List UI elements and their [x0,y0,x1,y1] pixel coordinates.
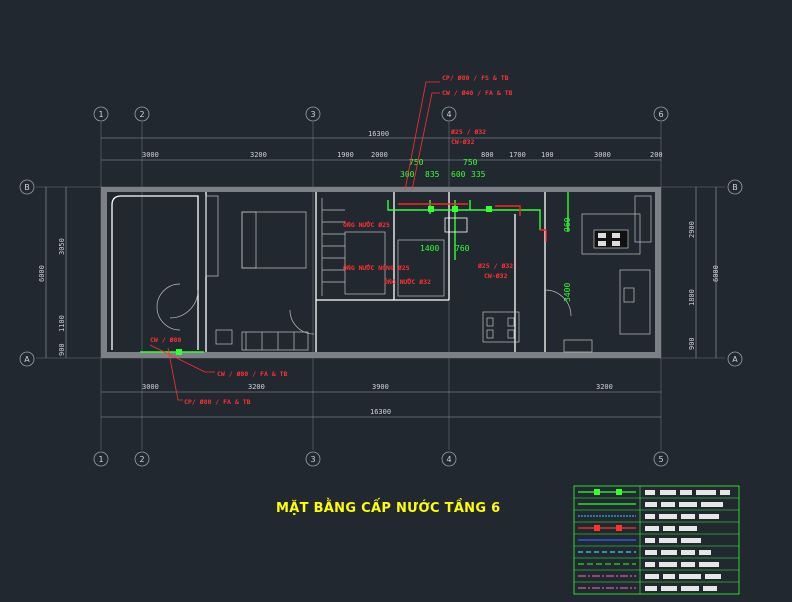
dim-text-green: 750 [409,158,424,167]
axis-label: 2 [139,110,144,119]
dim-text: 1800 [688,289,696,306]
drawing-title: MẶT BẰNG CẤP NƯỚC TẦNG 6 [276,498,501,516]
axis-label: 1 [98,110,103,119]
dim-text: 900 [58,343,66,356]
dim-text: 3000 [142,383,159,391]
dim-text: 1700 [509,151,526,159]
top-dimensions: 16300 3000 3200 1900 2000 800 1700 100 3… [101,130,663,179]
dim-text-green: 3400 [563,283,572,302]
dim-text: 200 [650,151,663,159]
dim-text: 900 [688,337,696,350]
dim-text-green: 335 [471,170,486,179]
furniture [156,195,652,353]
axis-label: 4 [446,455,451,464]
axis-label: A [24,355,30,364]
annotation-label: Ø25 / Ø32 [477,262,513,270]
dim-text: 6000 [712,265,720,282]
dim-text: 3900 [372,383,389,391]
dim-text-green: 760 [455,244,470,253]
grid-lines [36,122,725,450]
axis-label: 5 [658,455,663,464]
dim-text: 3200 [250,151,267,159]
dim-text: 1100 [58,315,66,332]
dim-text: 2900 [688,221,696,238]
dim-text: 3200 [248,383,265,391]
side-dimensions: 6000 3050 1100 900 2900 1800 900 6000 [38,187,720,358]
axis-label: B [732,183,738,192]
building-walls [101,187,661,358]
dim-text: 3200 [596,383,613,391]
dim-text: 3000 [594,151,611,159]
dim-text: 3000 [142,151,159,159]
leader-lines [149,81,440,401]
dim-text: 16300 [368,130,389,138]
dim-text-green: 960 [563,217,572,232]
annotation-label: CP/ Ø80 / FS & TB [442,74,509,82]
dim-text-green: 750 [463,158,478,167]
bottom-dimensions: 3000 3200 3900 3200 16300 [101,383,661,418]
dim-text-green: 600 [451,170,466,179]
axis-label: 1 [98,455,103,464]
dim-text: 1900 [337,151,354,159]
annotation-label: CP/ Ø80 / FA & TB [184,398,251,406]
dim-text: 6000 [38,265,46,282]
axis-label: 4 [446,110,451,119]
axis-label: 2 [139,455,144,464]
axis-bubbles-bottom: 1 2 3 4 5 [93,451,669,467]
water-pipes [140,192,569,355]
annotations: CP/ Ø80 / FS & TB CW / Ø40 / FA & TB Ø25… [150,74,513,406]
annotation-label: Ø25 / Ø32 [450,128,486,136]
annotation-label: CW / Ø80 / FA & TB [217,370,288,378]
dim-text-green: 300 [400,170,415,179]
dim-text-green: 835 [425,170,440,179]
annotation-label: ỐNG NƯỚC Ø32 [384,277,431,286]
inner-dimensions: 1400 760 960 3400 [420,217,572,302]
annotation-label: ỐNG NƯỚC NÓNG Ø25 [343,263,410,272]
axis-label: B [24,183,30,192]
dim-text-green: 1400 [420,244,439,253]
dim-text: 3050 [58,238,66,255]
axis-label: A [732,355,738,364]
dim-text: 800 [481,151,494,159]
dim-text: 2000 [371,151,388,159]
annotation-label: CW / Ø40 / FA & TB [442,89,513,97]
annotation-label: CW-Ø32 [451,138,475,146]
axis-bubbles-sides: B A B A [19,179,743,367]
annotation-label: CW-Ø32 [484,272,508,280]
annotation-label: CW / Ø80 [150,336,181,344]
axis-bubbles-top: 1 2 3 4 6 [93,106,669,122]
axis-label: 3 [310,455,315,464]
legend-table [573,485,740,595]
axis-label: 6 [658,110,663,119]
dim-text: 100 [541,151,554,159]
dim-text: 16300 [370,408,391,416]
annotation-label: ỐNG NƯỚC Ø25 [343,220,390,229]
axis-label: 3 [310,110,315,119]
